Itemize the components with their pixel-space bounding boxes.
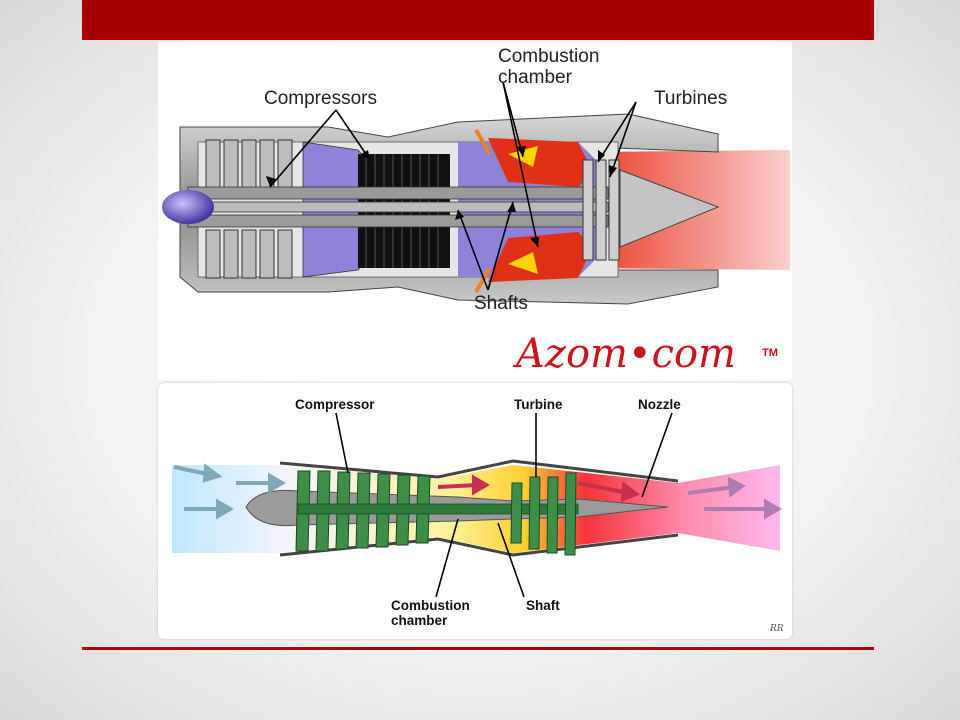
label-combustion-line2: chamber <box>391 613 448 628</box>
nose-spinner <box>162 190 214 224</box>
label-compressors: Compressors <box>264 88 377 109</box>
hot-gas-arrows <box>437 474 641 502</box>
exhaust-cone <box>619 169 720 248</box>
turbojet-flow-diagram: Compressor Turbine Nozzle Combustion cha… <box>158 383 792 639</box>
airflow-arrows <box>173 463 286 520</box>
label-nozzle: Nozzle <box>638 397 681 412</box>
label-shaft: Shaft <box>526 598 560 613</box>
turbojet-cutaway-diagram: Compressors Combustion chamber Turbines … <box>158 42 792 380</box>
label-shafts: Shafts <box>474 293 528 314</box>
label-turbine: Turbine <box>514 397 563 412</box>
logo-trademark: TM <box>762 347 778 359</box>
turbine-discs <box>582 159 620 261</box>
azom-logo: Azom•com <box>512 331 736 377</box>
label-combustion-line1: Combustion <box>391 598 470 613</box>
artist-signature: RR <box>769 624 784 634</box>
label-combustion-line1: Combustion <box>498 46 599 67</box>
label-combustion-line2: chamber <box>498 67 573 88</box>
turbine-blades <box>510 472 577 556</box>
label-compressor: Compressor <box>295 397 375 412</box>
exhaust-arrows <box>687 476 782 520</box>
slide-header-bar <box>82 0 874 40</box>
shaft <box>297 503 579 515</box>
combustion-chamber <box>458 128 598 294</box>
shafts <box>187 186 609 228</box>
slide-footer-rule <box>82 647 874 650</box>
label-turbines: Turbines <box>654 88 727 109</box>
